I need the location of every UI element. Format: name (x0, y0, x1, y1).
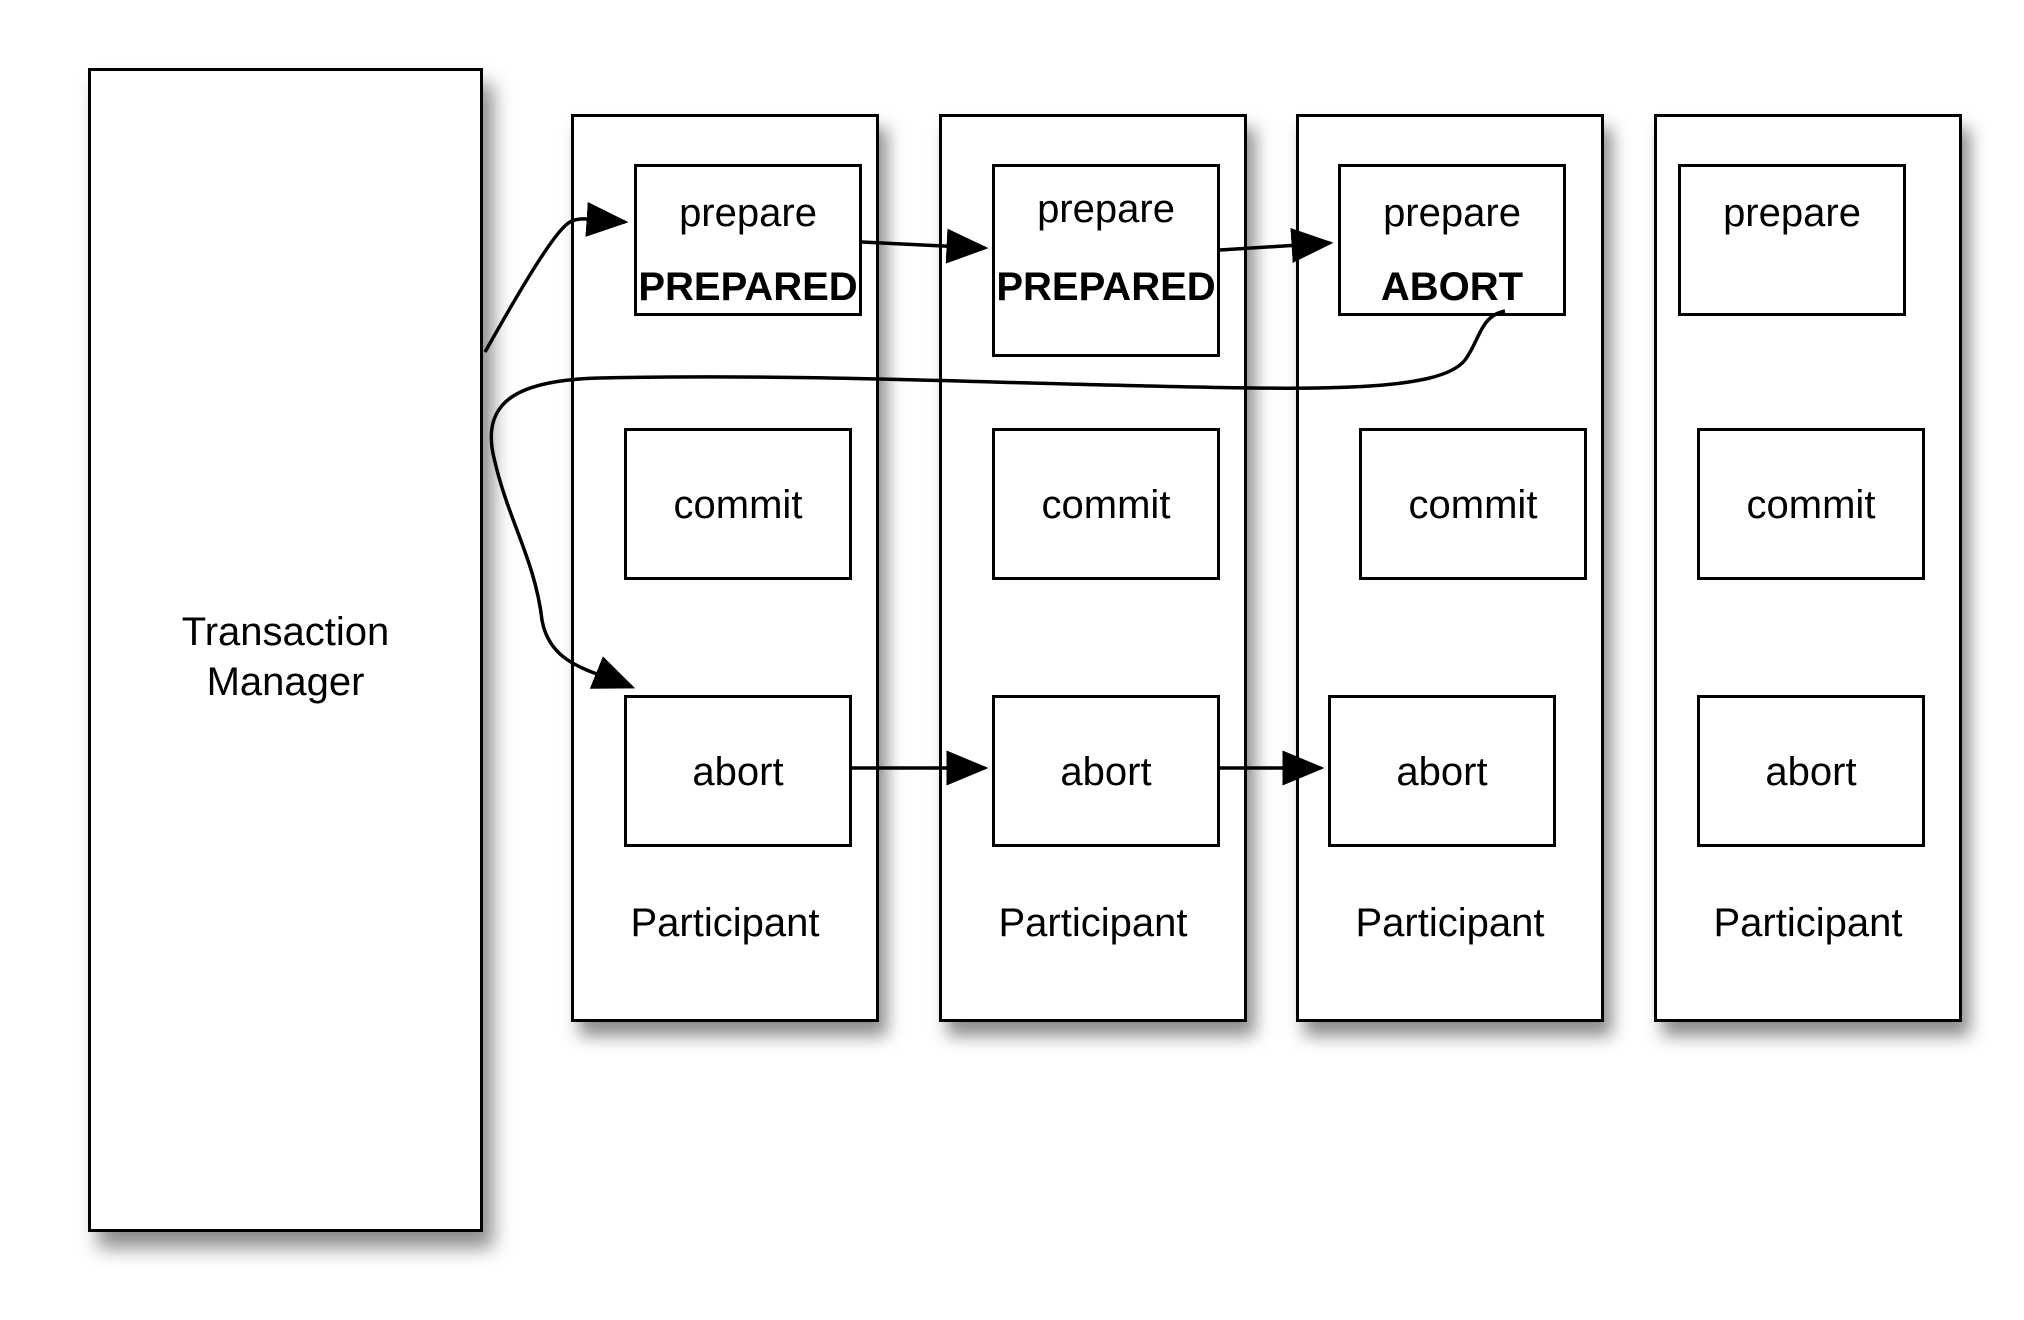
participant-3-label: Participant (1355, 901, 1545, 945)
participant-2: prepare PREPARED commit abort Participan… (939, 114, 1247, 1022)
participant-2-prepare-box: prepare PREPARED (992, 164, 1220, 357)
participant-1-commit-box: commit (624, 428, 852, 580)
participant-3-prepare-label: prepare (1383, 191, 1521, 235)
participant-1-abort-box: abort (624, 695, 852, 847)
transaction-manager-box: Transaction Manager (88, 68, 483, 1232)
participant-3-commit-box: commit (1359, 428, 1587, 580)
participant-4-commit-label: commit (1746, 483, 1876, 527)
transaction-manager-label: Transaction Manager (181, 610, 390, 704)
participant-3-prepare-box: prepare ABORT (1338, 164, 1566, 316)
participant-2-label: Participant (998, 901, 1188, 945)
participant-4-label: Participant (1713, 901, 1903, 945)
participant-2-commit-label: commit (1041, 483, 1171, 527)
participant-2-abort-label: abort (1060, 750, 1152, 794)
participant-1-abort-label: abort (692, 750, 784, 794)
participant-3-abort-label: abort (1396, 750, 1488, 794)
participant-4: prepare commit abort Participant (1654, 114, 1962, 1022)
participant-1: prepare PREPARED commit abort Participan… (571, 114, 879, 1022)
participant-2-prepare-state: PREPARED (996, 265, 1216, 309)
participant-4-commit-box: commit (1697, 428, 1925, 580)
participant-3-commit-label: commit (1408, 483, 1538, 527)
participant-4-prepare-label: prepare (1723, 191, 1861, 235)
participant-2-prepare-label: prepare (1037, 187, 1175, 231)
arrow-prepare-2-to-prepare-3 (1219, 227, 1334, 263)
participant-1-prepare-label: prepare (679, 191, 817, 235)
participant-3-abort-box: abort (1328, 695, 1556, 847)
participant-1-prepare-state: PREPARED (638, 265, 858, 309)
arrow-prepare-1-to-prepare-2 (861, 228, 989, 264)
arrow-tm-to-prepare-1 (483, 201, 629, 353)
participant-4-abort-box: abort (1697, 695, 1925, 847)
participant-1-prepare-box: prepare PREPARED (634, 164, 862, 316)
arrow-abort-prepare-3-to-abort-1 (489, 309, 1506, 689)
participant-3: prepare ABORT commit abort Participant (1296, 114, 1604, 1022)
participant-4-prepare-box: prepare (1678, 164, 1906, 316)
participant-3-prepare-state: ABORT (1380, 265, 1524, 309)
participant-1-label: Participant (630, 901, 820, 945)
participant-2-commit-box: commit (992, 428, 1220, 580)
participant-2-abort-box: abort (992, 695, 1220, 847)
participant-1-commit-label: commit (673, 483, 803, 527)
participant-4-abort-label: abort (1765, 750, 1857, 794)
